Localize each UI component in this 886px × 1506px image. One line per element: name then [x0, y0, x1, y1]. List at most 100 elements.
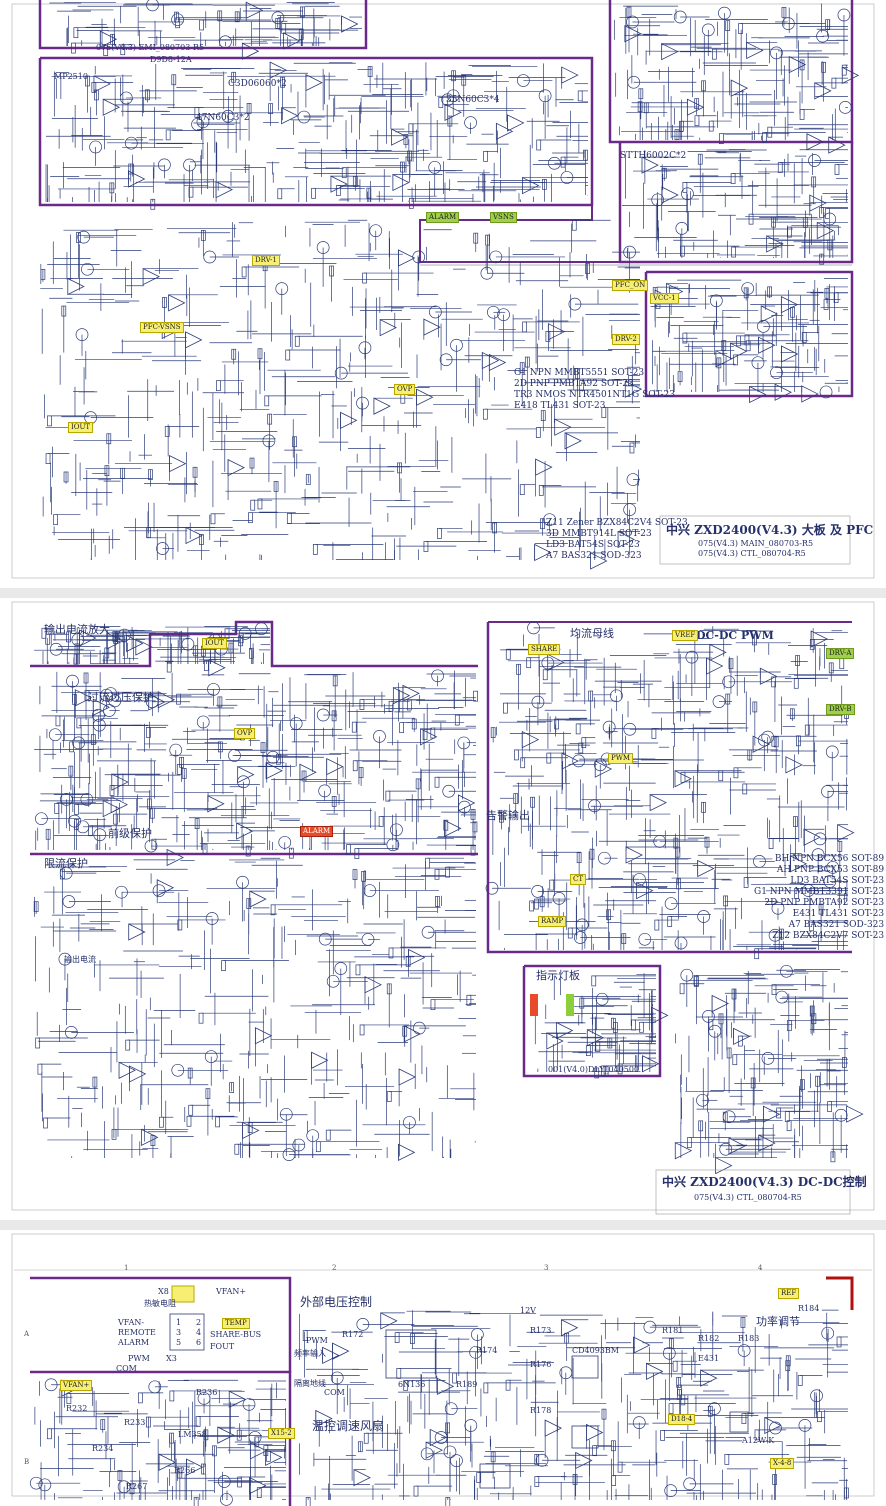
- transistor: [696, 1093, 709, 1107]
- transistor: [638, 932, 652, 946]
- resistor: [188, 1104, 194, 1116]
- transistor: [480, 266, 494, 280]
- resistor: [772, 1474, 777, 1485]
- resistor: [516, 663, 521, 675]
- resistor: [270, 904, 276, 916]
- net-tag: D18-4: [668, 1414, 696, 1425]
- resistor: [260, 742, 266, 753]
- resistor: [482, 408, 488, 420]
- transistor: [236, 875, 249, 889]
- resistor: [754, 1429, 760, 1441]
- resistor: [839, 658, 845, 670]
- transistor: [548, 156, 561, 170]
- transistor: [825, 745, 839, 759]
- resistor: [434, 868, 440, 880]
- resistor: [730, 173, 736, 184]
- resistor: [693, 975, 699, 986]
- resistor: [629, 442, 635, 454]
- resistor: [519, 362, 525, 374]
- transistor: [813, 832, 827, 846]
- net-tag: PWM: [608, 753, 634, 764]
- bom-item: G1 NPN MMBT5551 SOT-23: [514, 368, 645, 378]
- op-amp: [380, 1312, 398, 1330]
- optocoupler-box: [385, 1329, 437, 1379]
- transistor: [588, 799, 601, 813]
- op-amp: [420, 728, 438, 746]
- resistor: [47, 415, 52, 427]
- net-tag: VREF: [672, 630, 699, 641]
- net-tag: REF: [778, 1288, 800, 1299]
- transistor: [780, 964, 793, 978]
- transistor: [683, 1477, 696, 1491]
- resistor: [409, 197, 414, 209]
- resistor: [238, 632, 244, 644]
- net-tag: PFC_ON: [612, 280, 649, 291]
- op-amp: [488, 353, 507, 372]
- resistor: [704, 836, 710, 848]
- resistor: [171, 74, 177, 86]
- net-tag: VCC-1: [650, 293, 679, 304]
- resistor: [241, 266, 247, 278]
- op-amp: [79, 629, 97, 647]
- resistor: [767, 286, 772, 298]
- transistor: [575, 918, 589, 932]
- resistor: [354, 848, 360, 859]
- op-amp: [749, 385, 767, 404]
- resistor: [386, 983, 392, 995]
- transistor: [334, 962, 348, 975]
- resistor: [111, 1128, 117, 1140]
- op-amp: [269, 61, 288, 79]
- resistor: [104, 647, 110, 659]
- resistor: [718, 770, 724, 782]
- fan-control-title: 温控调速风扇: [312, 1419, 385, 1433]
- resistor: [205, 1088, 211, 1100]
- resistor: [66, 1393, 72, 1404]
- transistor: [823, 212, 837, 226]
- bom-item: 2D PNP PMBTA92 SOT-23: [764, 898, 885, 908]
- resistor: [731, 246, 736, 258]
- resistor: [733, 354, 738, 366]
- op-amp: [758, 336, 776, 354]
- resistor: [100, 1419, 106, 1430]
- resistor: [33, 901, 39, 912]
- op-amp: [674, 770, 692, 788]
- bom-item: 2D PNP PMBTA92 SOT-23: [514, 379, 634, 389]
- resistor: [742, 783, 748, 795]
- op-amp: [590, 552, 608, 570]
- op-amp: [649, 793, 667, 812]
- transistor: [708, 1402, 721, 1416]
- resistor: [815, 1075, 820, 1087]
- resistor: [311, 187, 316, 199]
- resistor: [45, 453, 51, 464]
- transistor: [197, 1392, 211, 1405]
- transistor: [823, 875, 837, 888]
- resistor: [654, 919, 660, 931]
- block-share-bus: 均流母线: [570, 627, 614, 640]
- resistor: [73, 653, 79, 665]
- resistor: [264, 395, 270, 407]
- resistor: [754, 948, 760, 960]
- transistor: [108, 694, 122, 708]
- com-label: COM: [324, 1388, 345, 1397]
- op-amp: [102, 799, 121, 818]
- transistor: [262, 434, 276, 448]
- transistor: [761, 730, 775, 744]
- resistor: [43, 1117, 48, 1129]
- transistor: [651, 193, 665, 207]
- net-tag: ALARM: [300, 826, 334, 837]
- resistor: [841, 64, 847, 76]
- resistor: [352, 760, 358, 772]
- op-amp: [326, 757, 344, 776]
- op-amp: [561, 752, 579, 770]
- resistor: [400, 161, 405, 173]
- resistor: [607, 1037, 613, 1049]
- transistor: [318, 932, 332, 946]
- resistor: [359, 1024, 365, 1036]
- op-amp: [67, 277, 85, 296]
- resistor: [148, 469, 153, 480]
- transistor: [146, 0, 159, 12]
- transistor: [316, 241, 330, 254]
- transistor: [271, 11, 285, 25]
- resistor: [169, 1390, 175, 1402]
- resistor: [445, 866, 450, 878]
